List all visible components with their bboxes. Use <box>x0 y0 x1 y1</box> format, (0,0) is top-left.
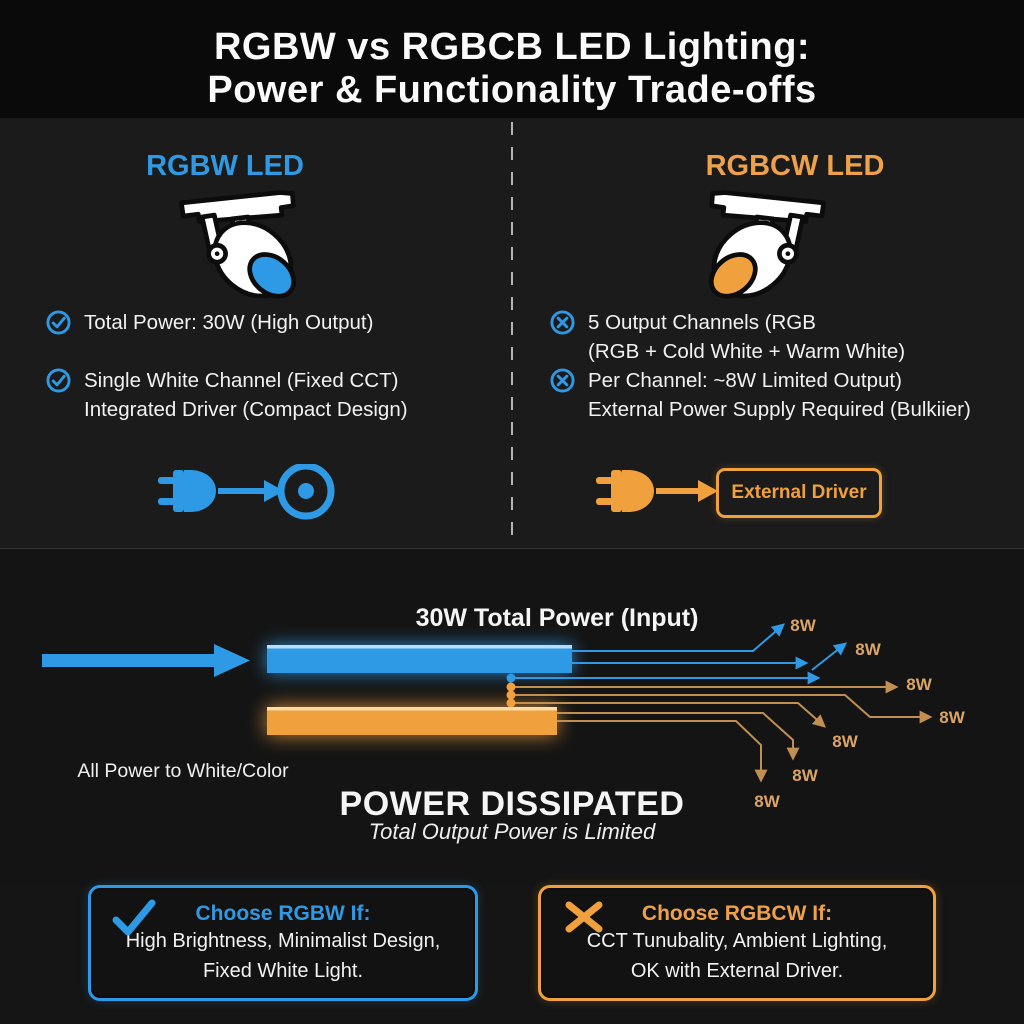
feature-text: Total Power: 30W (High Output) <box>84 311 374 334</box>
x-circle-icon <box>550 368 575 393</box>
channel-watt-label: 8W <box>832 732 858 751</box>
tap-dot <box>506 698 516 708</box>
color-channel-bar <box>267 707 557 735</box>
external-driver-diagram <box>596 470 718 512</box>
arrow-icon <box>656 480 718 502</box>
feature-text: (RGB + Cold White + Warm White) <box>588 340 906 363</box>
list-item: Total Power: 30W (High Output) <box>46 308 373 337</box>
choose-rgbcw-line: OK with External Driver. <box>630 960 844 982</box>
channel-watt-label: 8W <box>792 766 818 785</box>
tap-dot <box>506 690 516 700</box>
dashed-divider <box>511 122 513 546</box>
spotlight-icon <box>708 190 826 299</box>
comparison-section: RGBW LED RGBCW LED <box>0 118 1024 549</box>
choose-rgbw-line: Fixed White Light. <box>202 960 364 982</box>
check-circle-icon <box>46 368 71 393</box>
plug-icon <box>158 470 216 512</box>
blue-channel-lines <box>511 623 848 685</box>
spotlight-icon <box>179 190 297 299</box>
integrated-driver-diagram <box>158 464 335 520</box>
tap-dot <box>506 673 516 683</box>
feature-text: 5 Output Channels (RGB <box>588 311 816 334</box>
check-circle-icon <box>46 310 71 335</box>
choose-rgbw-line: High Brightness, Minimalist Design, <box>125 930 441 952</box>
white-channel-bar <box>267 645 572 673</box>
channel-watt-label: 8W <box>790 616 816 635</box>
choose-rgbw-box: Choose RGBW If: High Brightness, Minimal… <box>88 885 478 1001</box>
page-title-line-2: Power & Functionality Trade-offs <box>207 69 817 111</box>
section-divider-line <box>0 548 1024 549</box>
x-circle-icon <box>550 310 575 335</box>
x-icon <box>565 901 603 933</box>
arrow-icon <box>218 480 284 502</box>
feature-text: Single White Channel (Fixed CCT) <box>84 369 399 392</box>
choose-rgbcw-box: Choose RGBCW If: CCT Tunubality, Ambient… <box>538 885 936 1001</box>
feature-text: Per Channel: ~8W Limited Output) <box>588 369 902 392</box>
channel-watt-label: 8W <box>939 708 965 727</box>
feature-text: Integrated Driver (Compact Design) <box>84 398 408 421</box>
power-flow-section: 30W Total Power (Input) <box>0 549 1024 885</box>
choose-rgbcw-line: CCT Tunubality, Ambient Lighting, <box>586 930 888 952</box>
list-item: Single White Channel (Fixed CCT) Integra… <box>46 366 408 424</box>
choose-rgbcw-title: Choose RGBCW If: <box>641 902 833 925</box>
white-color-caption: All Power to White/Color <box>77 760 289 782</box>
tap-dot <box>506 682 516 692</box>
list-item: 5 Output Channels (RGB (RGB + Cold White… <box>550 308 905 366</box>
header: RGBW vs RGBCB LED Lighting: Power & Func… <box>0 0 1024 118</box>
feature-text: External Power Supply Required (Bulkiier… <box>588 398 971 421</box>
channel-watt-label: 8W <box>754 792 780 811</box>
orange-channel-lines <box>511 680 933 783</box>
check-icon <box>112 899 156 936</box>
choose-rgbw-title: Choose RGBW If: <box>195 902 371 925</box>
left-column-title: RGBW LED <box>146 150 304 182</box>
list-item: Per Channel: ~8W Limited Output) Externa… <box>550 366 971 424</box>
power-dissipated-title: POWER DISSIPATED <box>340 785 685 823</box>
power-dissipated-subtitle: Total Output Power is Limited <box>369 819 656 844</box>
external-driver-box: External Driver <box>716 468 882 518</box>
channel-watt-label: 8W <box>906 675 932 694</box>
plug-icon <box>596 470 654 512</box>
input-power-title: 30W Total Power (Input) <box>416 604 699 632</box>
right-column-title: RGBCW LED <box>705 150 885 182</box>
channel-watt-label: 8W <box>855 640 881 659</box>
power-flow-diagram: 30W Total Power (Input) <box>42 604 966 844</box>
page-title-line-1: RGBW vs RGBCB LED Lighting: <box>213 26 811 68</box>
input-arrow-icon <box>42 644 250 677</box>
integrated-driver-icon <box>277 464 335 520</box>
